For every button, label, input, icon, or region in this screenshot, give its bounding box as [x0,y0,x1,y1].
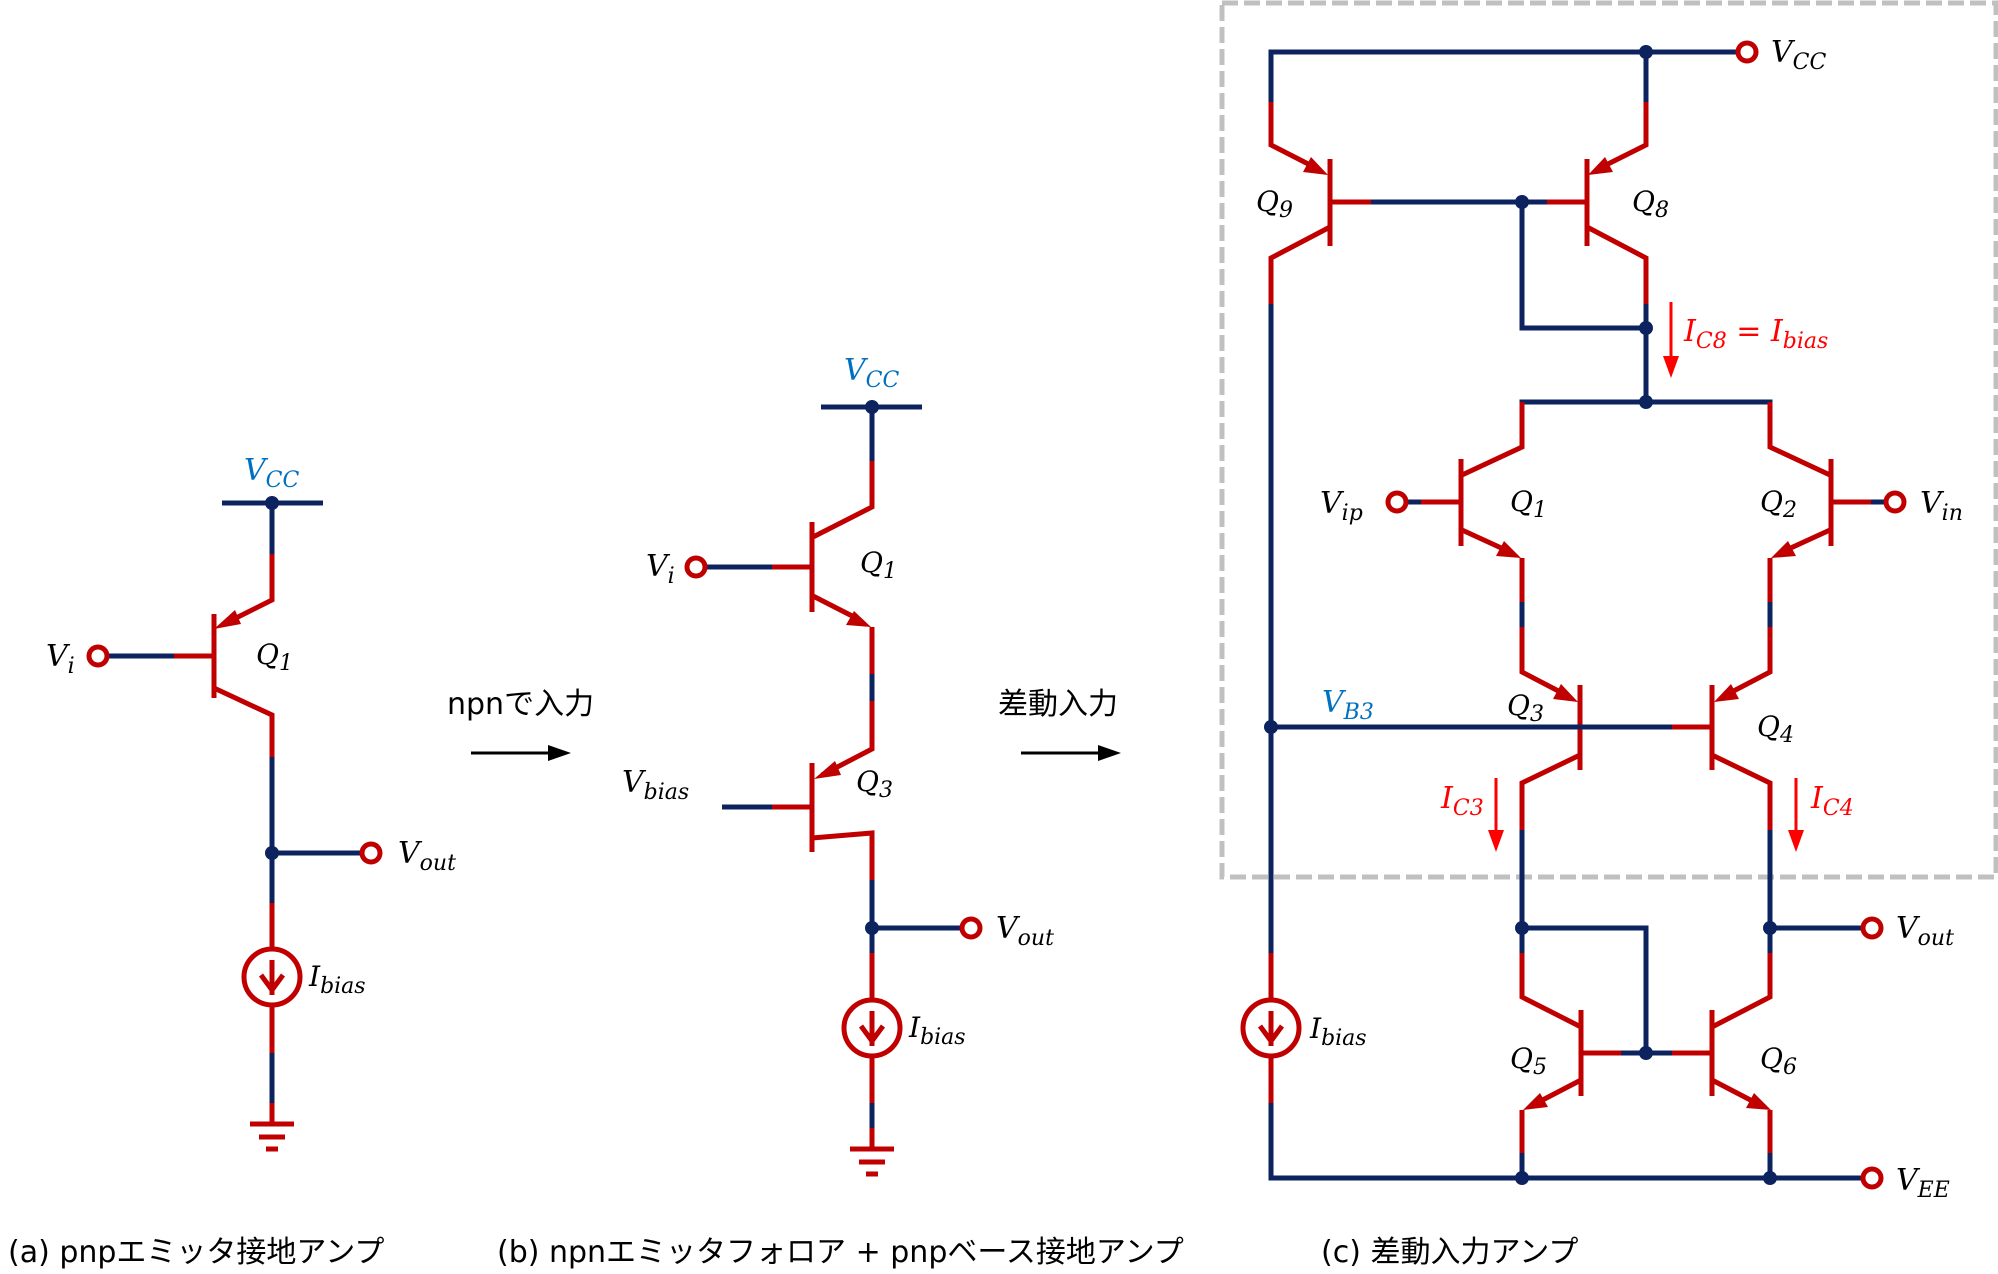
ground-icon [250,1103,294,1152]
emitter-arrow-icon [1588,157,1613,175]
label-q3: Q3 [856,765,893,803]
label-vout: Vout [1896,911,1954,951]
input-terminal [684,555,708,579]
transistor-q1-pnp [174,554,275,757]
emitter-arrow-icon [214,610,241,629]
transition-label-npn-input: npnで入力 [447,687,594,722]
emitter-arrow-icon [1746,1093,1771,1110]
caption-b: (b) npnエミッタフォロア + pnpベース接地アンプ [497,1235,1184,1270]
label-vcc: VCC [1771,35,1827,75]
label-vip: Vip [1320,486,1363,526]
label-q5: Q5 [1510,1042,1547,1080]
ground-icon [850,1128,894,1177]
junction-dot [1639,321,1653,335]
current-source-icon [241,903,303,1053]
label-ibias: Ibias [308,960,366,999]
vee-rail [1268,1103,1862,1181]
transition-label-differential: 差動入力 [998,687,1118,722]
vin-terminal [1883,490,1907,514]
vcc-rail [1268,49,1737,102]
label-ic8-equals-ibias: IC8 = Ibias [1683,314,1828,354]
vcc-terminal [1735,40,1759,64]
label-q3: Q3 [1507,689,1544,727]
circuit-c [1240,40,1907,1190]
label-vi: Vi [646,549,675,589]
label-q9: Q9 [1256,185,1293,223]
emitter-arrow-icon [846,611,871,627]
circuit-b [684,400,983,1177]
label-ic3: IC3 [1440,781,1484,821]
current-arrow-ic8 [1663,302,1679,378]
transistor-q2-npn [1767,402,1871,602]
label-ibias: Ibias [908,1011,966,1050]
caption-a: (a) pnpエミッタ接地アンプ [8,1235,384,1270]
current-arrow-ic3 [1488,778,1504,852]
label-q1: Q1 [256,638,293,676]
label-vout: Vout [996,911,1054,951]
emitter-arrow-icon [1496,541,1521,558]
transistor-q4-pnp [1672,627,1773,830]
vip-terminal [1385,490,1409,514]
label-ic4: IC4 [1810,781,1854,821]
arrow-right-icon [471,745,571,761]
current-arrow-ic4 [1788,778,1804,852]
label-q1: Q1 [1510,485,1547,523]
label-q4: Q4 [1757,710,1794,748]
label-q1: Q1 [860,546,897,584]
emitter-arrow-icon [1771,541,1796,558]
label-vcc: VCC [844,353,900,393]
caption-c: (c) 差動入力アンプ [1321,1235,1578,1270]
transistor-q5-npn [1519,953,1621,1153]
junction-dot [1515,1171,1529,1185]
emitter-arrow-icon [814,761,841,779]
input-terminal [86,644,110,668]
emitter-arrow-icon [1523,1093,1548,1110]
transistor-q9-pnp [1268,102,1371,304]
label-ibias: Ibias [1309,1012,1367,1051]
transistor-q8-pnp [1547,102,1649,304]
label-vcc: VCC [244,453,300,493]
vee-terminal [1860,1166,1884,1190]
highlight-box [1219,0,1998,880]
arrow-right-icon [1021,745,1121,761]
wire [1519,202,1646,331]
output-terminal [959,916,983,940]
label-vin: Vin [1920,486,1963,526]
emitter-arrow-icon [1714,684,1739,702]
current-source-icon [841,953,903,1103]
wire [1522,925,1649,1053]
transistor-q6-npn [1672,953,1773,1153]
output-terminal [359,841,383,865]
label-q8: Q8 [1632,185,1669,223]
label-vbias: Vbias [622,765,689,805]
current-source-icon [1240,953,1302,1103]
circuit-a [86,496,383,1152]
emitter-arrow-icon [1303,157,1328,175]
vout-terminal [1860,916,1884,940]
label-q2: Q2 [1760,485,1797,523]
emitter-arrow-icon [1553,684,1578,702]
transistor-q1-npn [1421,402,1525,602]
junction-dot [1639,1046,1653,1060]
junction-dot [1763,1171,1777,1185]
transistor-q3-pnp [772,701,875,880]
label-q6: Q6 [1760,1042,1797,1080]
label-vi: Vi [46,639,75,679]
label-vout: Vout [398,836,456,876]
transistor-q1-npn [772,461,875,674]
label-vee: VEE [1896,1163,1950,1203]
label-vb3: VB3 [1322,685,1374,725]
